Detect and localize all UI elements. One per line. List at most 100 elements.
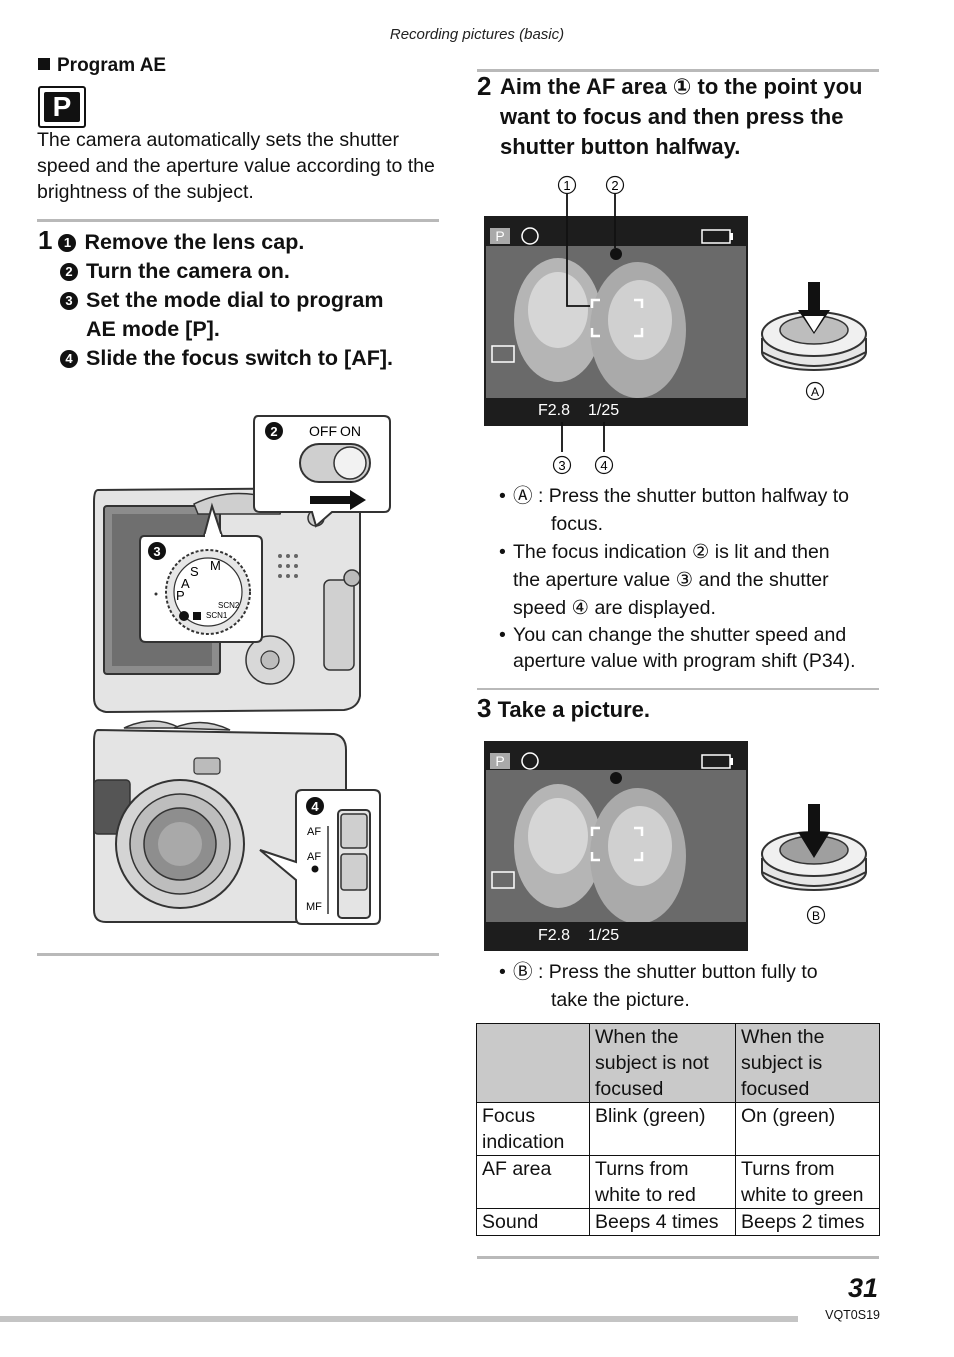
arrow-right-icon [310,490,366,510]
square-bullet-icon [38,58,50,70]
lcd-mode: P [495,753,504,769]
step-1-item-3: Set the mode dial to program [86,288,384,312]
note-b-text: : Press the shutter button fully to [537,961,818,983]
table-header-cell [476,1023,590,1103]
step-1-item-1: Remove the lens cap. [84,230,305,254]
page-number: 31 [847,1273,878,1303]
callout-2-number: 2 [270,424,277,439]
shutter-button-half [761,282,867,371]
focus-switch-callout: 4 AF AF MF [259,789,381,925]
flash-icon [521,752,539,770]
note-a-text: : Press the shutter button halfway to [537,485,850,507]
step-1-item-4: Slide the focus switch to [AF]. [86,346,393,370]
step-1-item-3-cont: AE mode [P]. [86,317,220,341]
note-focus-line-2: the aperture value ③ and the shutter [513,569,829,591]
focus-macro-label: AF [307,851,321,863]
step-3-figure: P F2.8 1/25 B [484,741,867,951]
dial-scene-1: SCN1 [206,611,228,620]
callout-3: 3 [558,458,565,473]
document-code: VQT0S19 [825,1308,880,1322]
table-cell: Sound [476,1208,590,1236]
power-switch-callout: 2 OFF ON [253,415,391,528]
lcd-aperture: F2.8 [538,927,570,944]
dial-letter-a: A [181,576,190,591]
focus-af-label: AF [307,826,321,838]
section-title-text: Program AE [57,55,167,76]
step-1-item-2: Turn the camera on. [86,259,290,283]
step-1: 1 1 Remove the lens cap. 2 Turn the camera… [38,226,438,373]
switch-off-label: OFF [309,423,337,439]
note-shift-line-2: aperture value with program shift (P34). [513,650,856,672]
step-marker-4: 4 [60,350,78,368]
table-cell: On (green) [735,1102,880,1156]
lcd-shutter: 1/25 [588,402,619,419]
note-b-lead: Ⓑ [513,961,533,983]
step-2-number: 2 [477,71,492,101]
camera-illustration: 2 OFF ON 3 M S A P SCN2 SCN1 [93,415,391,925]
callout-1: 1 [563,178,570,193]
step-2-figure: 1 2 3 4 P F2.8 1/25 A [484,175,867,475]
table-cell: Beeps 4 times [589,1208,736,1236]
step-2-text: Aim the AF area ① to the point you want … [500,74,863,159]
running-header: Recording pictures (basic) [389,26,565,43]
section-title: Program AE [38,55,166,77]
divider [37,953,439,956]
program-mode-icon-letter: P [44,92,80,122]
step-3-number: 3 [477,693,492,723]
dial-portrait-icon [179,611,189,621]
focus-mf-label: MF [306,901,322,913]
callout-2: 2 [611,178,618,193]
step-1-number: 1 [38,225,53,255]
dial-letter-s: S [190,564,199,579]
lcd-shutter: 1/25 [588,927,619,944]
note-shift-line-1: You can change the shutter speed and [513,624,847,646]
table-cell: AF area [476,1155,590,1209]
note-focus-line-3: speed ④ are displayed. [513,597,716,619]
table-cell: Blink (green) [589,1102,736,1156]
step-marker-1: 1 [58,234,77,252]
intro-text: The camera automatically sets the shutte… [37,129,435,203]
lcd-mode: P [495,228,504,244]
focus-indication-dot [610,772,622,784]
switch-on-label: ON [340,423,361,439]
af-area-frame [590,826,644,862]
dial-letter-p: P [176,588,185,603]
label-b: B [812,909,820,923]
arrow-down-icon [798,804,830,858]
mode-dial-callout: 3 M S A P SCN2 SCN1 [139,502,263,643]
step-marker-3: 3 [60,292,78,310]
divider [37,219,439,222]
metering-icon [491,871,515,889]
note-a-cont: focus. [551,513,604,535]
divider [477,69,879,72]
camera-front-view [93,720,347,923]
note-focus-line-1: The focus indication ② is lit and then [513,541,830,563]
lcd-aperture: F2.8 [538,402,570,419]
note-a-lead: Ⓐ [513,485,533,507]
step-3-notes: •Ⓑ : Press the shutter button fully to t… [477,958,897,1014]
footer-bar [0,1316,798,1322]
note-b-cont: take the picture. [551,989,690,1011]
step-3: 3 Take a picture. [477,693,650,724]
focus-indication-dot [610,248,622,260]
step-marker-2: 2 [60,263,78,281]
af-area-frame [590,298,644,338]
metering-icon [491,345,515,363]
macro-flower-icon [311,865,319,873]
shutter-button-full [761,804,867,891]
table-cell: Beeps 2 times [735,1208,880,1236]
dial-letter-m: M [210,558,221,573]
step-2-notes: •Ⓐ : Press the shutter button halfway to… [477,482,897,674]
label-a: A [811,385,819,399]
program-mode-icon: P [38,86,86,128]
step-2: 2 Aim the AF area ① to the point you wan… [477,71,887,162]
